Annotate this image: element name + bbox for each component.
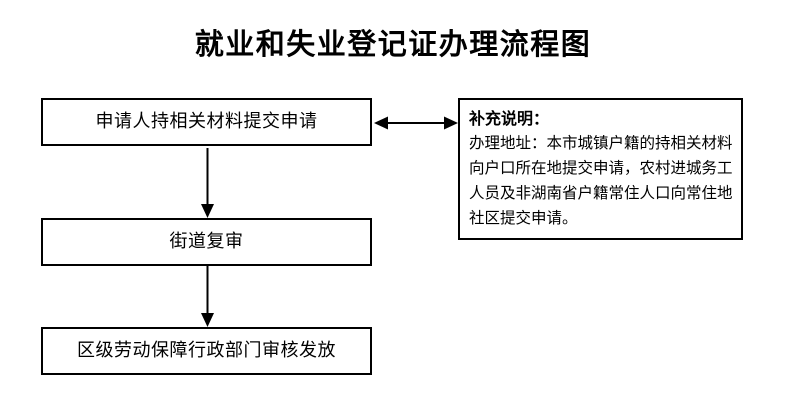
page-title: 就业和失业登记证办理流程图 [194,27,592,61]
flow-step-3-box: 区级劳动保障行政部门审核发放 [41,327,372,375]
flow-step-2-label: 街道复审 [169,231,244,252]
flow-step-3-label: 区级劳动保障行政部门审核发放 [77,340,336,361]
note-box: 补充说明： 办理地址：本市城镇户籍的持相关材料向户口所在地提交申请，农村进城务工… [458,98,743,240]
down-arrow-step2-to-step3-icon [201,266,214,327]
flow-step-1-label: 申请人持相关材料提交申请 [95,111,318,132]
note-heading: 补充说明： [469,109,550,128]
flow-step-2-box: 街道复审 [41,218,372,266]
double-headed-horizontal-arrow-icon [374,116,458,130]
down-arrow-step1-to-step2-icon [201,148,214,218]
flow-step-1-box: 申请人持相关材料提交申请 [41,98,372,146]
note-body: 办理地址：本市城镇户籍的持相关材料向户口所在地提交申请，农村进城务工人员及非湖南… [469,134,733,227]
